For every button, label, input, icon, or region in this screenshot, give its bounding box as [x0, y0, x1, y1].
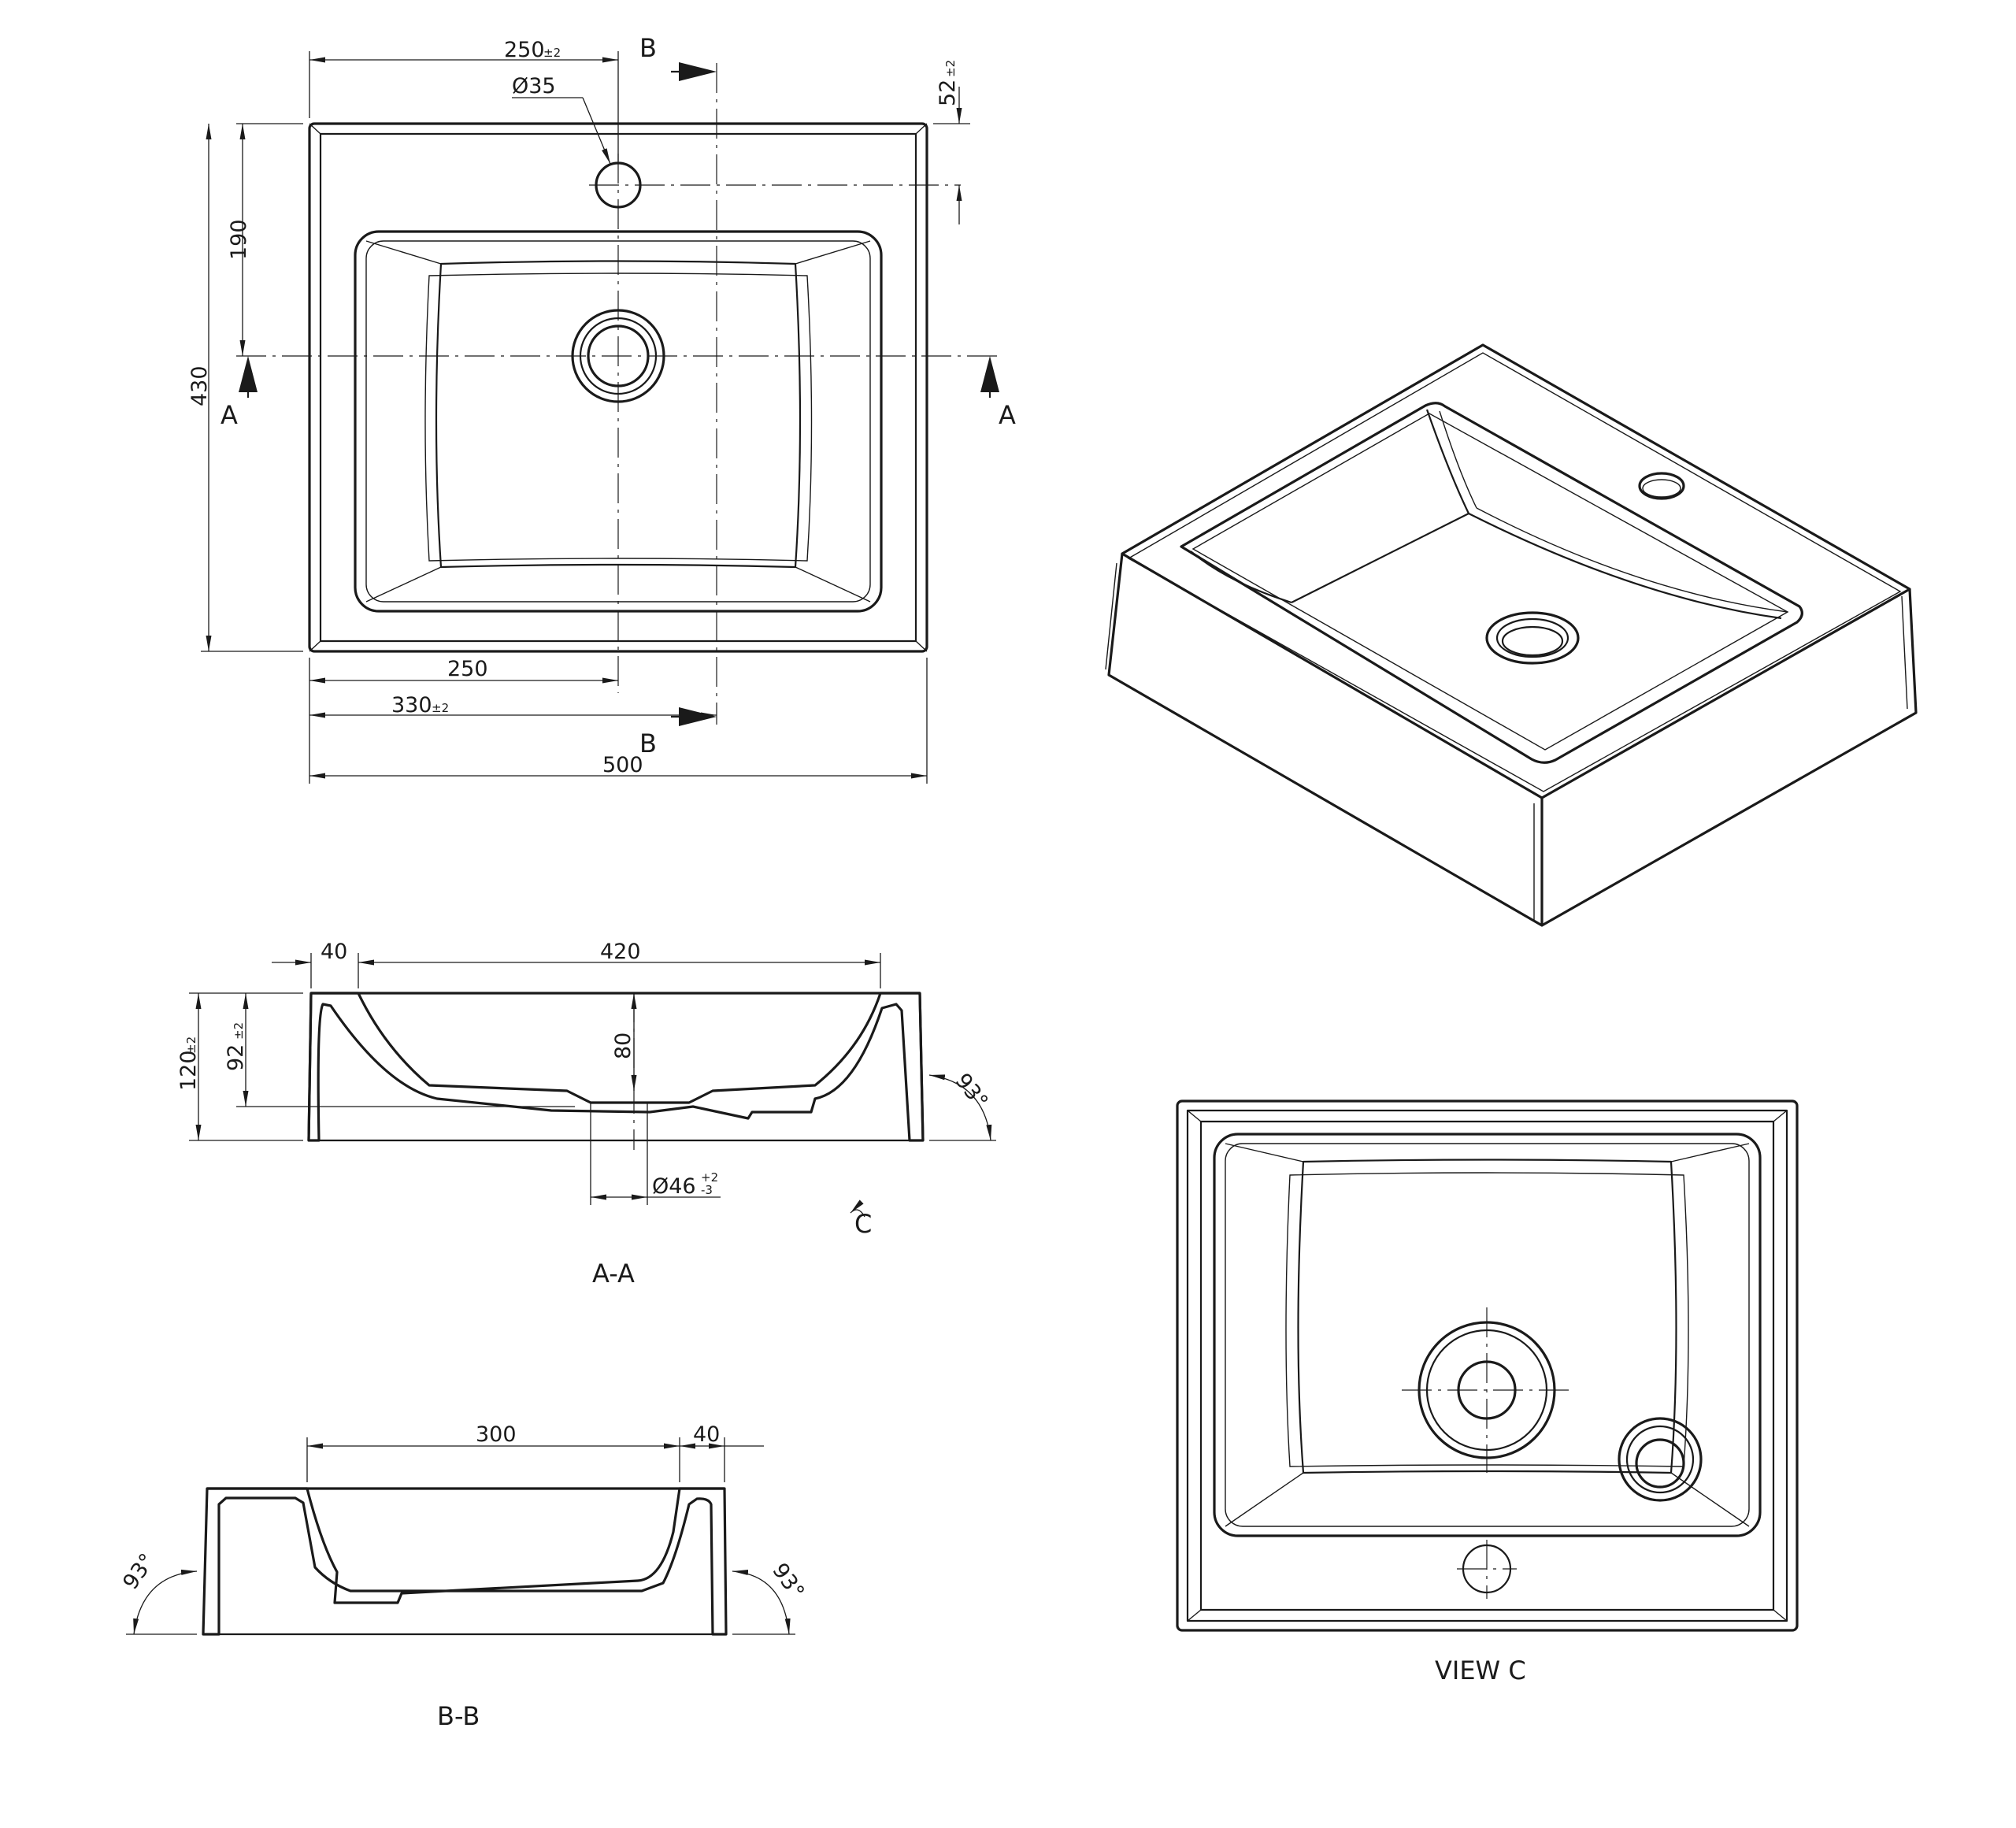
aa-dim-bowl-depth: 80	[611, 1033, 636, 1059]
dim-section-from-left: 330	[391, 693, 432, 717]
aa-dim-angle: 93°	[950, 1069, 992, 1114]
isometric-view	[1105, 343, 1918, 927]
dim-top-width-tol: ±2	[543, 46, 561, 60]
dim-section-from-left-tol: ±2	[432, 701, 449, 715]
aa-dim-drain-tol-minus: -3	[701, 1183, 713, 1197]
viewc-outer-outline	[1176, 1099, 1799, 1632]
iso-tap-hole	[1638, 472, 1685, 500]
iso-top-face	[1121, 343, 1911, 799]
section-marker-a-right: A	[999, 400, 1016, 430]
aa-dim-inner-height-tol: ±2	[232, 1022, 246, 1040]
view-c: VIEW C	[1176, 1099, 1799, 1685]
iso-front-right-face	[1541, 588, 1918, 927]
aa-section-body	[307, 992, 925, 1142]
aa-view-marker: C	[854, 1209, 872, 1239]
section-aa: 40 420 80 120 ±2 92 ±2 93° Ø46 +2 -3 C A…	[176, 940, 996, 1288]
aa-dim-overall-height: 120	[176, 1050, 201, 1091]
viewc-basin-outline	[1213, 1133, 1762, 1537]
dim-hole-offset: 52	[936, 80, 960, 106]
section-bb: 300 40 93° 93° B-B	[118, 1422, 809, 1731]
aa-dim-inner-height: 92	[224, 1044, 248, 1071]
dim-hole-offset-tol: ±2	[943, 60, 958, 77]
dim-hole-diameter: Ø35	[512, 74, 556, 98]
bb-section-body	[202, 1487, 728, 1636]
viewc-overflow	[1618, 1417, 1703, 1502]
viewc-title: VIEW C	[1435, 1656, 1526, 1685]
bb-dim-angle-left: 93°	[118, 1549, 160, 1594]
iso-front-left-face	[1107, 553, 1544, 927]
dim-top-width: 250	[504, 38, 545, 62]
aa-dim-bowl-width: 420	[600, 940, 641, 964]
aa-dim-overall-height-tol: ±2	[184, 1036, 198, 1054]
dim-overall-width: 500	[602, 753, 643, 777]
dim-drain-from-top: 190	[227, 219, 251, 260]
aa-title: A-A	[592, 1259, 635, 1288]
bb-dim-bowl-width: 300	[476, 1422, 517, 1447]
bb-title: B-B	[437, 1701, 480, 1731]
section-marker-b-bottom: B	[639, 729, 657, 758]
section-marker-b-top: B	[639, 33, 657, 63]
iso-basin-rim	[1180, 402, 1803, 764]
bb-dim-rim: 40	[693, 1422, 720, 1447]
dim-overall-depth: 430	[187, 365, 212, 406]
aa-dim-drain-diameter: Ø46	[652, 1174, 696, 1199]
section-marker-a-left: A	[220, 400, 238, 430]
aa-dim-drain-tol-plus: +2	[701, 1170, 718, 1185]
bb-dim-angle-right: 93°	[767, 1559, 809, 1604]
iso-drain	[1485, 611, 1580, 665]
dim-drain-from-left: 250	[447, 657, 488, 681]
aa-dim-rim: 40	[321, 940, 347, 964]
plan-view: 250 ±2 Ø35 52 ±2 190 430 250 330 ±2 500	[187, 33, 1016, 784]
